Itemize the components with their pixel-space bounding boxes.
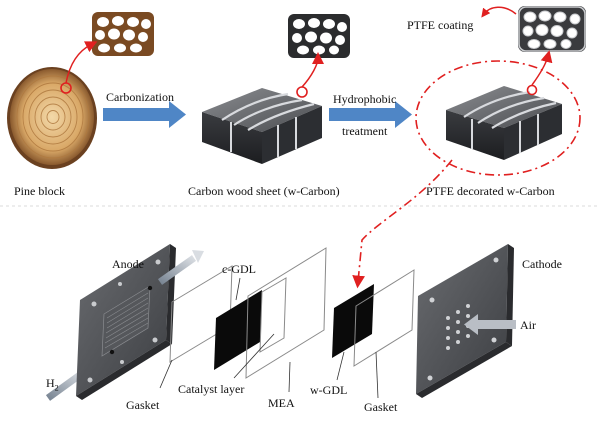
- gasket-cathode: [353, 269, 415, 367]
- carbonization-label: Carbonization: [106, 90, 174, 104]
- carbon-microstructure-image: [288, 14, 350, 58]
- anode-plate: [76, 244, 176, 400]
- catalyst-layer-label: Catalyst layer: [178, 382, 245, 396]
- mea-label: MEA: [268, 396, 295, 410]
- air-inlet-arrow: [464, 314, 516, 335]
- treatment-label: treatment: [342, 124, 388, 138]
- leader-lines: [159, 277, 379, 399]
- gasket-left-label: Gasket: [126, 398, 160, 412]
- wgdl-connector-arrow: [352, 159, 453, 289]
- carbon-wood-sheet-image: [202, 86, 322, 164]
- ptfe-microstructure-image: [518, 6, 586, 52]
- gasket-right-label: Gasket: [364, 400, 398, 414]
- wood-microstructure-image: [92, 12, 154, 56]
- mea-layer: [245, 247, 327, 379]
- pine-block-image: [7, 67, 97, 169]
- zoom-arrow-ptfe: [531, 50, 553, 86]
- anode-outlet-arrow: [157, 255, 197, 285]
- carbon-sheet-label: Carbon wood sheet (w-Carbon): [188, 184, 340, 198]
- ptfe-coating-pointer: [481, 6, 517, 18]
- h2-label: H2: [46, 376, 59, 393]
- zoom-arrow-carbon: [301, 52, 324, 88]
- catalyst-layer: [259, 277, 287, 353]
- h2-label-subscript: 2: [54, 383, 59, 393]
- c-gdl-layer: [214, 290, 262, 370]
- c-gdl-label: c-GDL: [222, 262, 256, 276]
- w-gdl-layer: [332, 284, 374, 358]
- ptfe-decorated-block-image: [446, 84, 562, 160]
- carbonization-arrow: [103, 101, 186, 128]
- air-label: Air: [520, 318, 536, 332]
- cathode-label: Cathode: [522, 257, 562, 271]
- hydrophobic-treatment-arrow: [329, 101, 412, 128]
- anode-label: Anode: [112, 257, 144, 271]
- pine-block-label: Pine block: [14, 184, 65, 198]
- ptfe-coating-label: PTFE coating: [407, 18, 474, 32]
- hydrophobic-label: Hydrophobic: [333, 92, 397, 106]
- w-gdl-label: w-GDL: [310, 383, 348, 397]
- zoom-arrow-pine: [65, 41, 98, 84]
- ptfe-decorated-label: PTFE decorated w-Carbon: [426, 184, 555, 198]
- highlight-ellipse: [415, 60, 581, 176]
- h2-label-text: H: [46, 376, 55, 390]
